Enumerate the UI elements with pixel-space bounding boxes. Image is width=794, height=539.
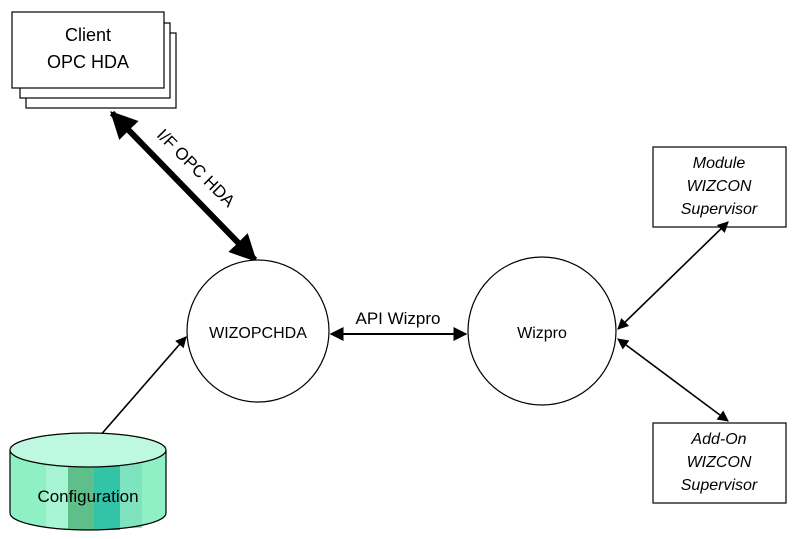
wizpro-module-arrow [617,221,729,330]
addon-label-line2: WIZCON [687,454,752,471]
wizpro-addon-arrow [617,338,729,422]
client-label-line1: Client [65,25,111,45]
module-wizcon-supervisor-box: Module WIZCON Supervisor [652,146,787,228]
addon-label-line3: Supervisor [681,477,758,494]
client-label-line2: OPC HDA [47,52,129,72]
opc-hda-interface-arrow [109,110,258,263]
addon-label-line1: Add-On [690,431,746,448]
module-label-line3: Supervisor [681,201,758,218]
configuration-database-icon: Configuration [9,432,167,531]
addon-wizcon-supervisor-box: Add-On WIZCON Supervisor [652,422,787,504]
wizpro-node: Wizpro [467,256,617,406]
module-label-line1: Module [693,155,746,172]
api-wizpro-label: API Wizpro [355,309,440,328]
wizpro-label: Wizpro [517,325,567,342]
wizopchda-node: WIZOPCHDA [186,259,330,403]
client-opc-hda-box: Client OPC HDA [11,11,177,109]
configuration-label: Configuration [37,487,138,506]
module-label-line2: WIZCON [687,178,752,195]
wizopchda-config-arrow [91,336,187,446]
wizopchda-label: WIZOPCHDA [209,325,307,342]
